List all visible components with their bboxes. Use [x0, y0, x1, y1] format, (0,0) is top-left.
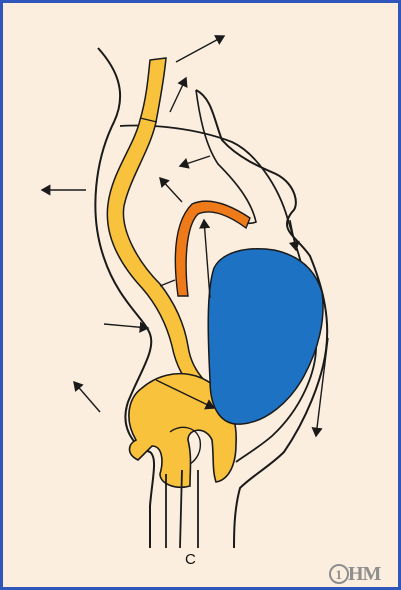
arrow	[176, 36, 224, 62]
tube-segment-line	[160, 280, 175, 286]
svg-text:1: 1	[336, 567, 343, 582]
logo-text: HM	[348, 563, 380, 586]
arrow	[104, 324, 148, 328]
arrow	[74, 382, 100, 412]
figure-label: C	[185, 551, 196, 568]
arrow	[204, 220, 210, 298]
blue-structure	[208, 249, 323, 424]
arrow	[160, 178, 182, 202]
publisher-logo: 1 HM	[329, 563, 387, 585]
arrow	[180, 156, 210, 166]
arrow	[170, 78, 186, 112]
